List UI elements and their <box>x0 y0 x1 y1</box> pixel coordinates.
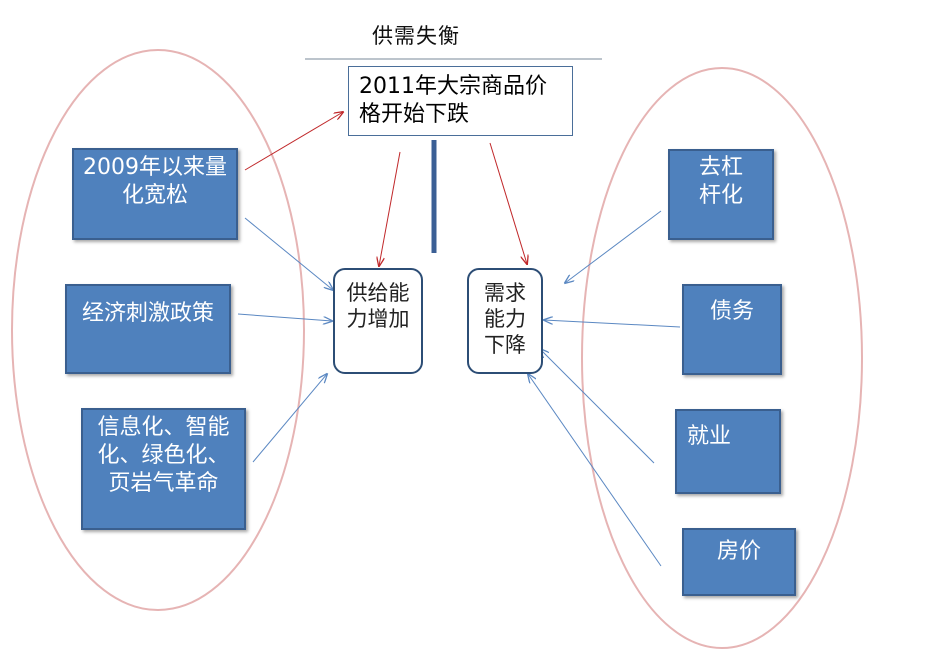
supply-group-oval <box>11 49 305 611</box>
demand-group-oval <box>581 67 863 649</box>
arrow-debt-to-demand <box>544 320 681 328</box>
arrow-qe-to-top <box>244 112 343 171</box>
supply-factor-qe: 2009年以来量化宽松 <box>72 148 238 240</box>
demand-factor-deleverage: 去杠杆化 <box>668 149 774 240</box>
demand-factor-debt: 债务 <box>682 284 782 375</box>
arrow-employment-to-demand <box>540 349 655 464</box>
arrow-top-to-demand <box>489 142 527 264</box>
demand-factor-employment: 就业 <box>675 409 781 494</box>
arrow-qe-to-supply <box>244 217 333 290</box>
arrow-housing-to-demand <box>528 374 662 567</box>
arrow-stimulus-to-supply <box>237 313 332 321</box>
top-event-box: 2011年大宗商品价格开始下跌 <box>348 66 573 136</box>
arrow-deleverage-to-demand <box>565 210 662 283</box>
supply-factor-tech: 信息化、智能化、绿色化、页岩气革命 <box>81 408 246 530</box>
diagram-title: 供需失衡 <box>372 24 460 48</box>
demand-factor-housing: 房价 <box>682 528 796 596</box>
arrow-tech-to-supply <box>252 374 327 463</box>
demand-capacity-box: 需求能力下降 <box>467 268 543 374</box>
supply-capacity-box: 供给能力增加 <box>333 268 423 374</box>
supply-factor-stimulus: 经济刺激政策 <box>65 284 231 374</box>
arrow-top-to-supply <box>379 151 401 266</box>
